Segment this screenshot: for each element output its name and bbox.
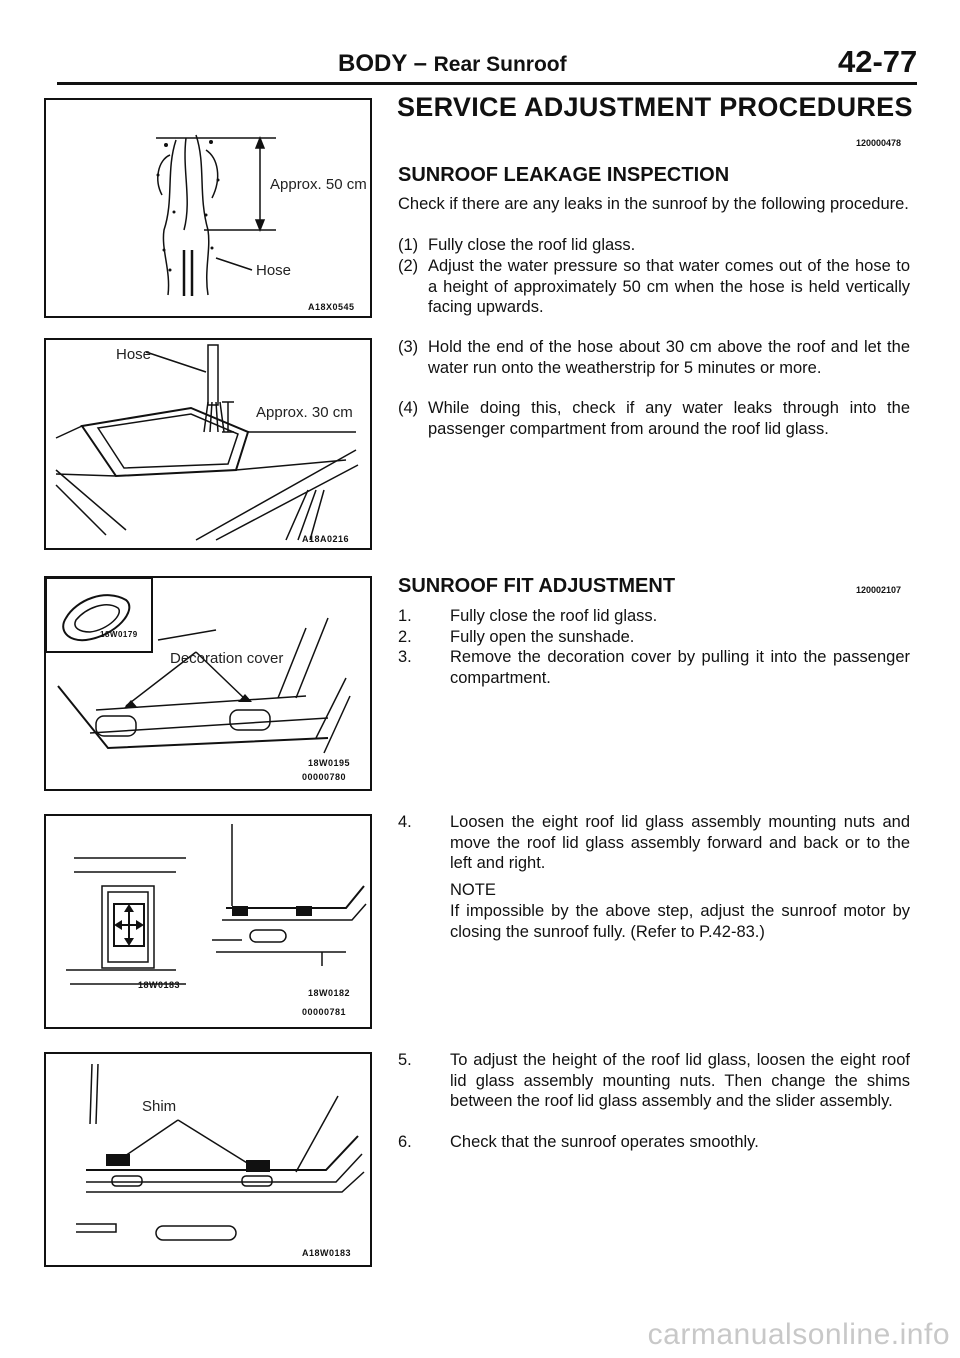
figure-code: 18W0195 — [308, 758, 351, 768]
figure-shim: Shim A18W0183 — [44, 1052, 372, 1267]
step-number: (3) — [398, 338, 419, 356]
label-hose: Hose — [256, 262, 292, 279]
step-number: 3. — [398, 648, 412, 666]
figure-decoration-cover: 18W0179 Decoration cover 18W0195 0000078… — [44, 576, 372, 791]
step-text: While doing this, check if any water lea… — [428, 399, 910, 438]
label-shim: Shim — [142, 1098, 177, 1115]
step-number: 4. — [398, 813, 412, 831]
inset-code: 18W0179 — [100, 630, 138, 639]
figure-code: A18A0216 — [302, 534, 350, 544]
step-text: Adjust the water pressure so that water … — [428, 257, 910, 316]
header-section: BODY — [338, 50, 407, 77]
label-decoration-cover: Decoration cover — [170, 650, 284, 667]
step-number: (4) — [398, 399, 419, 417]
header-rule — [57, 82, 917, 85]
step-text: Hold the end of the hose about 30 cm abo… — [428, 338, 910, 377]
section-ref-code: 120002107 — [856, 585, 902, 595]
header-subsection: Rear Sunroof — [433, 53, 567, 76]
figure-code: A18X0545 — [308, 302, 355, 312]
intro-paragraph: Check if there are any leaks in the sunr… — [398, 195, 909, 213]
figure-water-height: Approx. 50 cm Hose A18X0545 — [44, 98, 372, 318]
label-approx-50cm: Approx. 50 cm — [270, 176, 367, 193]
section-title-service-adjustment: SERVICE ADJUSTMENT PROCEDURES — [397, 92, 913, 122]
step-number: 1. — [398, 607, 412, 625]
water-spray-illustration — [156, 134, 276, 296]
step-text: Fully close the roof lid glass. — [428, 236, 636, 254]
step-text: Loosen the eight roof lid glass assembly… — [450, 813, 910, 872]
figure-code-left: 18W0183 — [138, 980, 181, 990]
shim-illustration — [76, 1063, 365, 1241]
figure-code-secondary: 00000780 — [302, 772, 347, 782]
step-number: 2. — [398, 628, 412, 646]
page-header-title: BODY – Rear Sunroof — [338, 50, 567, 78]
watermark: carmanualsonline.info — [647, 1318, 950, 1351]
step-number: (2) — [398, 257, 419, 275]
figure-code-secondary: 00000781 — [302, 1007, 347, 1017]
note-label: NOTE — [450, 881, 496, 899]
step-text: Fully close the roof lid glass. — [450, 607, 658, 625]
figure-hose-above-roof: Hose Approx. 30 cm A18A0216 — [44, 338, 372, 550]
step-text: Fully open the sunshade. — [450, 628, 635, 646]
step-number: 5. — [398, 1051, 412, 1069]
section-ref-code: 120000478 — [856, 138, 902, 148]
step-number: (1) — [398, 236, 419, 254]
label-approx-30cm: Approx. 30 cm — [256, 404, 353, 421]
page-number: 42-77 — [838, 44, 918, 79]
glass-adjustment-illustration — [66, 824, 367, 985]
step-text: To adjust the height of the roof lid gla… — [450, 1051, 910, 1110]
figure-code: 18W0182 — [308, 988, 351, 998]
subsection-title-leakage: SUNROOF LEAKAGE INSPECTION — [398, 164, 730, 186]
note-text: If impossible by the above step, adjust … — [450, 902, 910, 941]
subsection-title-fit-adjustment: SUNROOF FIT ADJUSTMENT — [398, 575, 676, 597]
figure-code: A18W0183 — [302, 1248, 352, 1258]
figure-glass-adjustment: 18W0183 18W0182 00000781 — [44, 814, 372, 1029]
header-separator: – — [406, 50, 434, 77]
step-number: 6. — [398, 1133, 412, 1151]
decoration-cover-illustration — [46, 578, 351, 754]
step-text: Remove the decoration cover by pulling i… — [450, 648, 910, 687]
step-text: Check that the sunroof operates smoothly… — [450, 1133, 759, 1151]
roof-hose-illustration — [55, 344, 359, 541]
label-hose: Hose — [116, 346, 152, 363]
